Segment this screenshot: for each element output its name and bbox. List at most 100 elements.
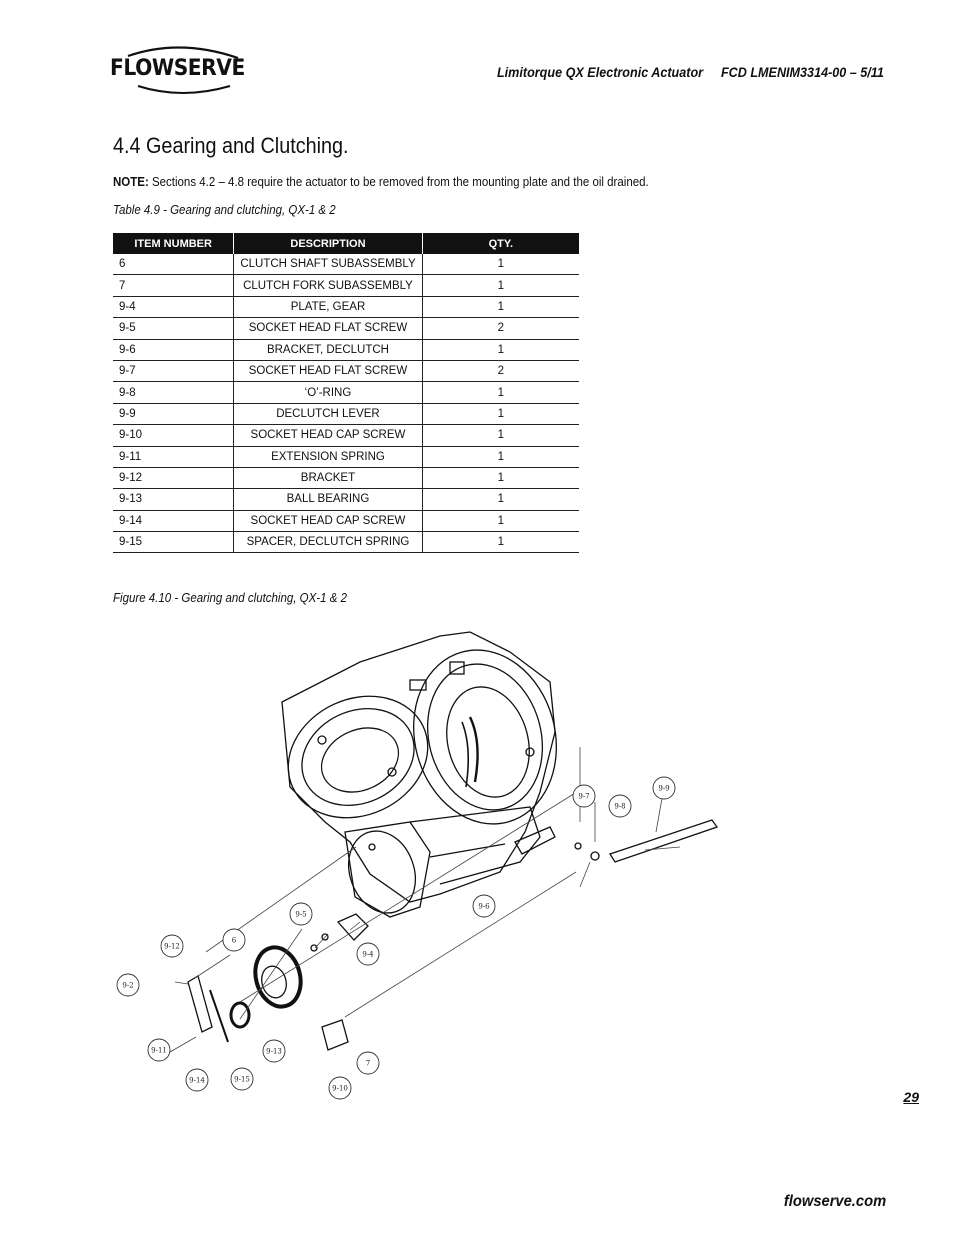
table-caption: Table 4.9 - Gearing and clutching, QX-1 … (113, 203, 336, 217)
callout-bubble (160, 934, 184, 958)
callout-label: 6 (232, 937, 237, 945)
item-number-cell: 9-11 (113, 446, 234, 468)
quantity-cell: 1 (421, 381, 579, 404)
document-id: FCD LMENIM3314-00 – 5/11 (721, 64, 884, 80)
callout-label: 9-6 (478, 903, 490, 911)
callout-label: 7 (366, 1060, 370, 1068)
callout-label: 9-5 (295, 911, 306, 919)
quantity-cell: 1 (421, 339, 579, 361)
description-cell: DECLUTCH LEVER (233, 403, 423, 426)
description-cell: BRACKET (233, 467, 423, 490)
description-cell: EXTENSION SPRING (233, 446, 423, 468)
quantity-cell: 1 (421, 274, 579, 297)
actuator-housing (281, 631, 557, 918)
callout-label: 9-11 (151, 1047, 167, 1055)
quantity-cell: 1 (421, 296, 579, 319)
callout-label: 9-12 (164, 943, 180, 951)
description-cell: SOCKET HEAD CAP SCREW (233, 424, 423, 447)
description-cell: CLUTCH FORK SUBASSEMBLY (233, 274, 423, 297)
quantity-cell: 1 (421, 424, 579, 447)
item-number-cell: 9-15 (113, 531, 234, 554)
callout-label: 9-8 (614, 803, 625, 811)
description-cell: SOCKET HEAD CAP SCREW (233, 510, 423, 533)
note-text: Sections 4.2 – 4.8 require the actuator … (148, 175, 649, 189)
item-number-cell: 9-10 (113, 424, 234, 447)
callout-bubble (652, 776, 676, 800)
description-cell: SOCKET HEAD FLAT SCREW (233, 317, 423, 340)
callout-label: 9-2 (122, 982, 133, 990)
item-number-cell: 9-7 (113, 360, 234, 383)
description-cell: PLATE, GEAR (233, 296, 423, 319)
quantity-cell: 1 (421, 488, 579, 511)
callout-bubble (356, 942, 380, 966)
description-cell: CLUTCH SHAFT SUBASSEMBLY (233, 254, 423, 276)
page-number: 29 (903, 1089, 919, 1105)
callout-label: 9-9 (658, 785, 669, 793)
product-name: Limitorque QX Electronic Actuator (497, 64, 704, 80)
callout-label: 9-15 (234, 1076, 250, 1084)
running-header: Limitorque QX Electronic Actuator FCD LM… (497, 64, 884, 80)
item-number-cell: 9-6 (113, 339, 234, 361)
note-paragraph: NOTE: Sections 4.2 – 4.8 require the act… (113, 175, 649, 189)
column-header: DESCRIPTION (233, 233, 423, 254)
section-title: 4.4 Gearing and Clutching. (113, 133, 349, 158)
callout-bubble (608, 794, 632, 818)
column-header: QTY. (421, 233, 579, 254)
callout-bubble (472, 894, 496, 918)
callout-label: 9-10 (332, 1085, 348, 1093)
quantity-cell: 1 (421, 531, 579, 554)
callout-bubble (262, 1039, 286, 1063)
item-number-cell: 9-5 (113, 317, 234, 340)
quantity-cell: 2 (421, 317, 579, 340)
gearing-parts (187, 913, 369, 1051)
column-header: ITEM NUMBER (113, 233, 234, 254)
item-number-cell: 9-4 (113, 296, 234, 319)
item-number-cell: 9-12 (113, 467, 234, 490)
quantity-cell: 1 (421, 467, 579, 490)
callout-bubble (185, 1068, 209, 1092)
description-cell: SPACER, DECLUTCH SPRING (233, 531, 423, 554)
callout-label: 9-4 (362, 951, 374, 959)
callout-bubble (328, 1076, 352, 1100)
description-cell: SOCKET HEAD FLAT SCREW (233, 360, 423, 383)
quantity-cell: 1 (421, 254, 579, 276)
callout-bubble (230, 1067, 254, 1091)
description-cell: ‘O’-RING (233, 381, 423, 404)
logo-swoosh-icon (127, 46, 239, 94)
callout-bubble (222, 928, 246, 952)
callout-label: 9-14 (189, 1077, 205, 1085)
item-number-cell: 9-9 (113, 403, 234, 426)
item-number-cell: 9-8 (113, 381, 234, 404)
description-cell: BRACKET, DECLUTCH (233, 339, 423, 361)
footer-url: flowserve.com (783, 1193, 886, 1210)
quantity-cell: 2 (421, 360, 579, 383)
callout-bubble (356, 1051, 380, 1075)
description-cell: BALL BEARING (233, 488, 423, 511)
declutch-lever-assembly (514, 819, 719, 863)
callout-bubble (289, 902, 313, 926)
table-header-row: ITEM NUMBER DESCRIPTION QTY. (113, 233, 579, 254)
note-label: NOTE: (113, 175, 149, 189)
item-number-cell: 9-14 (113, 510, 234, 533)
item-number-cell: 6 (113, 254, 234, 276)
quantity-cell: 1 (421, 510, 579, 533)
callout-bubble (116, 973, 140, 997)
callout-label: 9-7 (578, 793, 589, 801)
logo-text: FLOWSERVE (110, 56, 245, 81)
